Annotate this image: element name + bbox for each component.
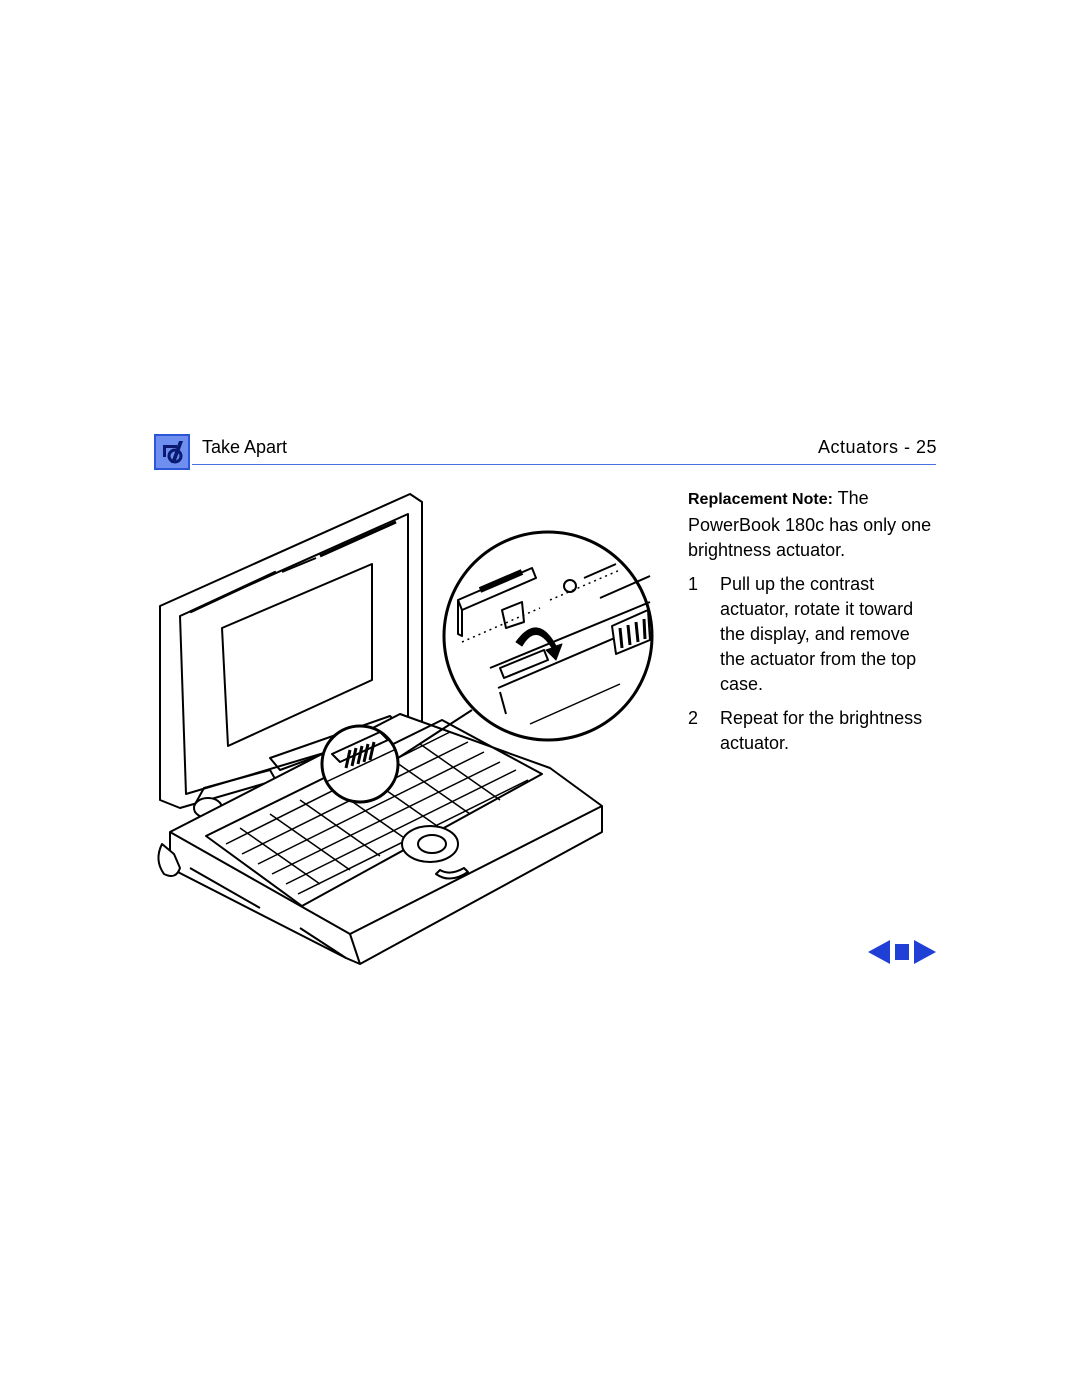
step-1: 1 Pull up the contrast actuator, rotate … [688, 572, 938, 696]
replacement-note: Replacement Note: The PowerBook 180c has… [688, 486, 938, 562]
page-navigation [866, 938, 938, 966]
laptop-illustration [150, 488, 660, 968]
trackball [401, 825, 459, 863]
step-text: Pull up the contrast actuator, rotate it… [720, 574, 917, 694]
wrench-icon [153, 433, 191, 471]
step-2: 2 Repeat for the brightness actuator. [688, 706, 938, 756]
section-title: Take Apart [202, 437, 288, 457]
step-text: Repeat for the brightness actuator. [720, 708, 923, 754]
header-divider [192, 464, 936, 465]
instructions: Replacement Note: The PowerBook 180c has… [688, 486, 938, 766]
note-text: The PowerBook 180c has only one brightne… [688, 488, 932, 560]
arrow-left-icon[interactable] [866, 938, 892, 966]
step-number: 2 [688, 708, 699, 729]
arrow-right-icon[interactable] [912, 938, 938, 966]
step-number: 1 [688, 574, 699, 595]
square-icon[interactable] [894, 943, 910, 961]
page-label: Actuators - 25 [817, 437, 937, 457]
note-label: Replacement Note: [688, 491, 833, 508]
rotate-arrow-icon [515, 627, 563, 661]
